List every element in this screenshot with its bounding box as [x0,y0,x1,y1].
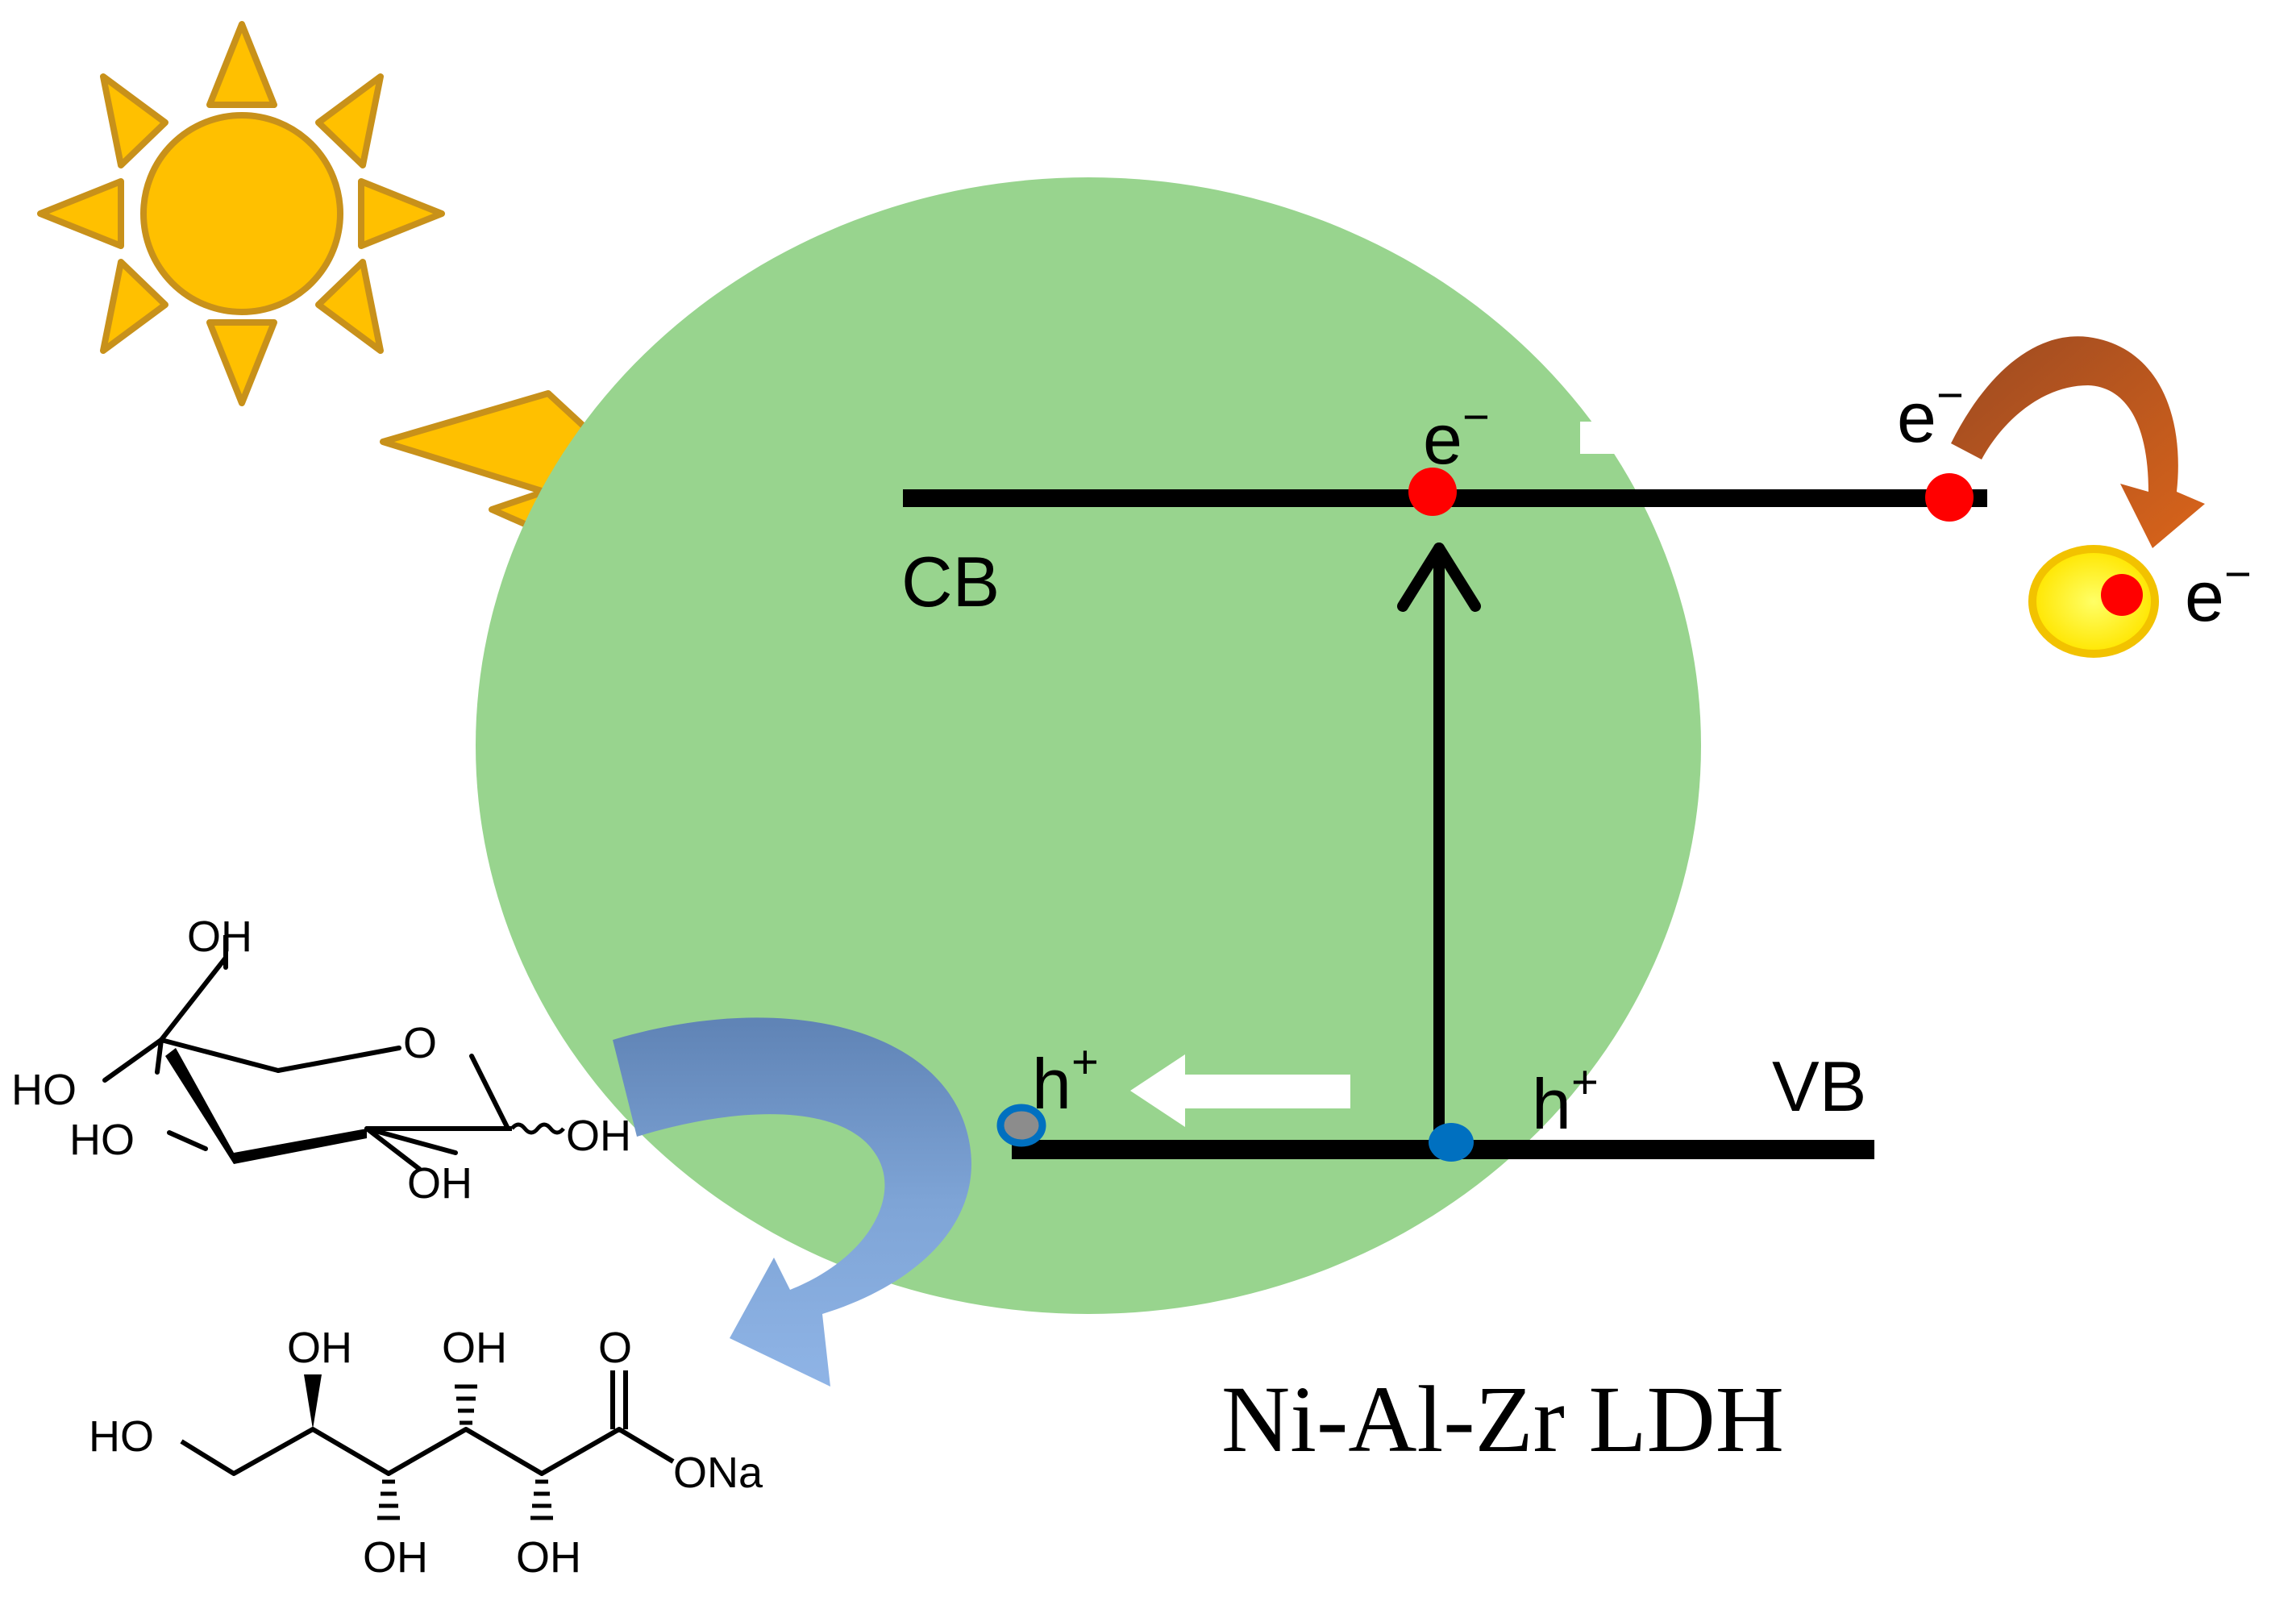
electron-transfer-arrow [1580,403,1811,472]
cb-label: CB [901,542,1000,622]
vb-label: VB [1772,1046,1866,1126]
gluconate-carbonyl-o: O [598,1324,632,1372]
gluconate-molecule: OH OH O HO ONa OH OH [89,1324,763,1582]
glucose-oh-bottom: OH [407,1159,472,1208]
glucose-molecule: OH O HO HO OH OH [11,913,631,1208]
sun-icon [37,21,445,406]
electron-dot-center [1408,468,1457,516]
hole-label-center: h+ [1532,1056,1599,1144]
electron-label-center: e− [1423,391,1490,479]
glucose-oh-anomeric: OH [566,1112,631,1160]
glucose-ho-lower: HO [69,1116,135,1164]
gluconate-ho-left: HO [89,1412,154,1461]
glucose-oh-top: OH [187,913,252,961]
glucose-ho-left: HO [11,1066,77,1114]
electron-label-acceptor: e− [2185,548,2252,636]
gluconate-oh-bottom-1: OH [363,1533,428,1582]
glucose-ring-o: O [403,1019,437,1067]
hole-dot-center [1429,1123,1474,1162]
electron-dot-edge [1925,473,1974,522]
hole-dot-edge [996,1104,1046,1147]
excitation-arrow [1397,543,1481,1141]
gluconate-oh-top-1: OH [287,1324,352,1372]
electron-label-edge: e− [1897,369,1964,457]
electron-acceptor-particle [2028,545,2159,658]
electron-acceptor-arrow [1951,336,2205,548]
hole-label-edge: h+ [1032,1036,1099,1124]
gluconate-oh-top-2: OH [442,1324,507,1372]
oxidation-arrow [613,1017,971,1387]
gluconate-ona: ONa [673,1449,763,1497]
gluconate-oh-bottom-2: OH [516,1533,581,1582]
hole-transfer-arrow [1130,1054,1350,1127]
material-label: Ni-Al-Zr LDH [1221,1366,1784,1472]
